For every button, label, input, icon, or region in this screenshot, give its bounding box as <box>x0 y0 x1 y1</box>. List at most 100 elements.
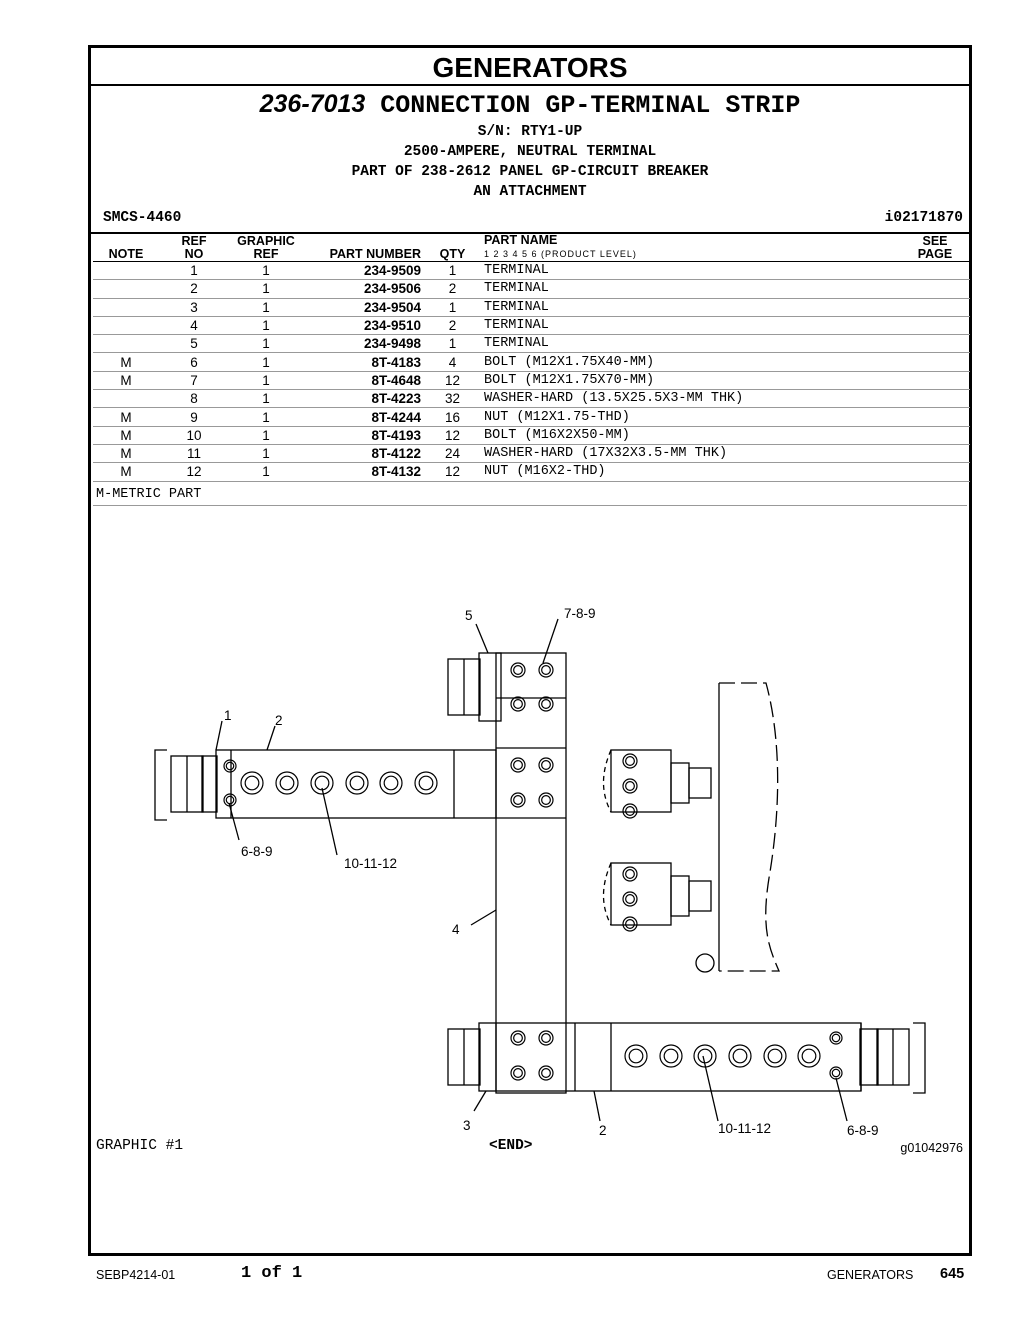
group-title: 236-7013 CONNECTION GP-TERMINAL STRIP <box>91 90 969 120</box>
cell-qty: 1 <box>421 261 484 281</box>
footer-page-number: 645 <box>940 1266 965 1282</box>
bolt-icon <box>314 775 330 791</box>
panel-outline <box>719 682 780 972</box>
top-terminal <box>478 652 502 722</box>
cell-note <box>93 279 159 299</box>
bolt-icon <box>625 806 635 816</box>
bolt-icon <box>541 699 551 709</box>
graphic-label: GRAPHIC #1 <box>96 1138 184 1154</box>
cell-pn: 234-9510 <box>303 316 421 336</box>
cell-qty: 12 <box>421 371 484 391</box>
bolt-icon <box>625 869 635 879</box>
bolt-icon <box>767 1048 783 1064</box>
cell-ref: 10 <box>159 426 229 445</box>
cell-name: WASHER-HARD (13.5X25.5X3-MM THK) <box>484 389 900 409</box>
bolt-icon <box>349 775 365 791</box>
cell-note: M <box>93 407 159 427</box>
cell-name: TERMINAL <box>484 316 900 336</box>
cell-name: WASHER-HARD (17X32X3.5-MM THK) <box>484 444 900 464</box>
bolt-icon <box>513 760 523 770</box>
footer-doc-number: SEBP4214-01 <box>96 1268 176 1282</box>
cell-qty: 1 <box>421 298 484 317</box>
bolt-icon <box>414 771 438 795</box>
cell-see-page <box>900 371 970 391</box>
cell-name: BOLT (M16X2X50-MM) <box>484 426 900 445</box>
illustration-id: i02171870 <box>884 210 963 226</box>
cell-qty: 2 <box>421 316 484 336</box>
group-name: CONNECTION GP-TERMINAL STRIP <box>380 91 801 120</box>
cell-qty: 24 <box>421 444 484 464</box>
cell-graphic: 1 <box>229 407 303 427</box>
bolt-icon <box>538 1030 554 1046</box>
cell-pn: 8T-4122 <box>303 444 421 464</box>
end-marker: <END> <box>489 1138 533 1154</box>
bolt-icon <box>538 662 554 678</box>
cell-pn: 8T-4223 <box>303 389 421 409</box>
bolt-icon <box>801 1048 817 1064</box>
cell-see-page <box>900 444 970 464</box>
cell-pn: 234-9506 <box>303 279 421 299</box>
bolt-icon <box>541 1068 551 1078</box>
callout-3: 3 <box>463 1118 471 1133</box>
col-note: NOTE <box>93 234 159 262</box>
bolt-icon <box>513 665 523 675</box>
cell-see-page <box>900 426 970 445</box>
bolt-icon <box>697 1048 713 1064</box>
bolt-icon <box>513 1068 523 1078</box>
cell-name: NUT (M16X2-THD) <box>484 462 900 482</box>
cell-ref: 3 <box>159 298 229 317</box>
bolt-icon <box>625 756 635 766</box>
col-part-number: PART NUMBER <box>303 234 421 262</box>
cell-see-page <box>900 279 970 299</box>
footer-section: GENERATORS <box>827 1268 914 1282</box>
cell-ref: 12 <box>159 462 229 482</box>
bolt-icon <box>379 771 403 795</box>
cell-graphic: 1 <box>229 444 303 464</box>
cell-pn: 234-9509 <box>303 261 421 281</box>
cell-qty: 16 <box>421 407 484 427</box>
bolt-icon <box>510 1030 526 1046</box>
callout-1: 1 <box>224 708 232 723</box>
bolt-icon <box>240 771 264 795</box>
callout-4: 4 <box>452 922 460 937</box>
cell-qty: 2 <box>421 279 484 299</box>
cell-graphic: 1 <box>229 371 303 391</box>
cell-ref: 7 <box>159 371 229 391</box>
bolt-icon <box>275 771 299 795</box>
bolt-icon <box>510 696 526 712</box>
callout-2-upper: 2 <box>275 713 283 728</box>
cell-pn: 8T-4183 <box>303 352 421 372</box>
cell-name: BOLT (M12X1.75X70-MM) <box>484 371 900 391</box>
callout-7-8-9: 7-8-9 <box>564 606 596 621</box>
bolt-icon <box>732 1048 748 1064</box>
bolt-icon <box>541 665 551 675</box>
bolt-icon <box>829 1031 843 1045</box>
description-line-3: AN ATTACHMENT <box>473 184 587 200</box>
bolt-icon <box>829 1066 843 1080</box>
cell-qty: 12 <box>421 426 484 445</box>
cell-ref: 1 <box>159 261 229 281</box>
cell-graphic: 1 <box>229 389 303 409</box>
cell-graphic: 1 <box>229 334 303 354</box>
callout-5: 5 <box>465 608 473 623</box>
bolt-icon <box>510 757 526 773</box>
cell-note <box>93 389 159 409</box>
bolt-icon <box>345 771 369 795</box>
cell-name: TERMINAL <box>484 279 900 299</box>
cell-ref: 4 <box>159 316 229 336</box>
callout-10-11-12-left: 10-11-12 <box>344 856 397 871</box>
cell-note <box>93 261 159 281</box>
cell-name: TERMINAL <box>484 334 900 354</box>
vertical-terminal <box>495 652 567 1094</box>
cell-note <box>93 298 159 317</box>
